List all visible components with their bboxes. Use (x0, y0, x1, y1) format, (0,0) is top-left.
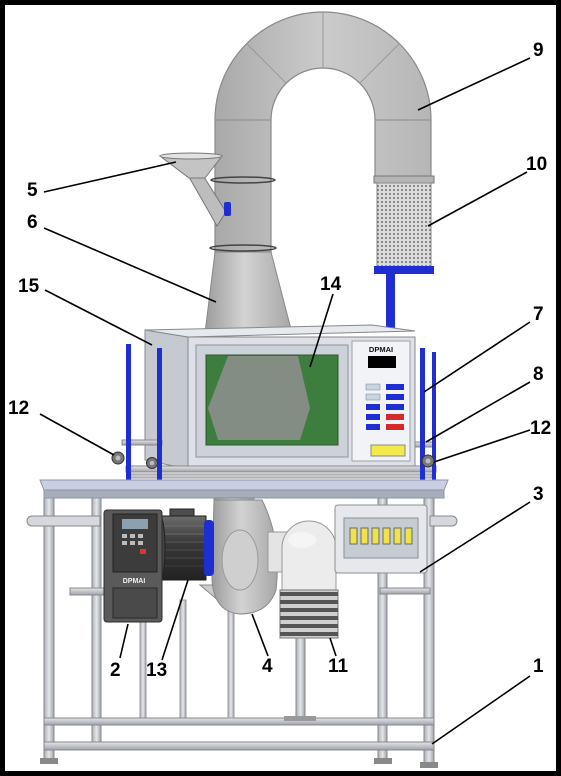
leader-line-8 (425, 381, 531, 443)
elbow-pipe (267, 520, 337, 593)
callout-4: 4 (262, 656, 273, 677)
panel-button (365, 393, 381, 401)
leader-line-2 (119, 623, 129, 659)
callout-15: 15 (18, 276, 40, 297)
callout-9: 9 (533, 40, 544, 61)
hopper-valve-knob (224, 202, 231, 216)
electrical-box (334, 504, 428, 574)
callout-11: 11 (328, 656, 349, 677)
feed-hopper (158, 152, 231, 227)
blue-rod (157, 348, 162, 486)
callout-5: 5 (27, 180, 38, 201)
leader-line-15 (44, 289, 153, 346)
callout-10: 10 (526, 154, 547, 175)
callout-2: 2 (110, 660, 121, 681)
ribbed-collar (279, 589, 339, 639)
callout-8: 8 (533, 364, 544, 385)
leader-line-13 (161, 579, 189, 661)
breaker-switch (349, 527, 358, 545)
blue-rod (420, 348, 425, 482)
start-button (370, 444, 406, 457)
oven-display (368, 356, 396, 368)
inverter: DPMAI (103, 509, 163, 623)
inverter-stop-button (140, 549, 146, 554)
panel-button (386, 404, 404, 410)
panel-button (366, 404, 380, 410)
side-handle (429, 515, 458, 527)
leader-line-5 (43, 161, 177, 193)
leader-line-1 (431, 675, 531, 745)
breaker-switch (382, 527, 391, 545)
panel-button (386, 394, 404, 400)
panel-button (366, 414, 380, 420)
arch-duct (214, 11, 432, 253)
callout-12-right: 12 (530, 418, 551, 439)
leader-line-6 (43, 227, 217, 303)
inverter-display (122, 519, 148, 529)
breaker-switch (371, 527, 380, 545)
table-frame (26, 479, 458, 768)
panel-button (386, 424, 404, 430)
callout-6: 6 (27, 212, 38, 233)
blower (211, 499, 278, 615)
leader-line-4 (251, 613, 269, 657)
inverter-brand-label: DPMAI (123, 578, 146, 585)
blue-rod (126, 344, 131, 482)
blue-rod (432, 352, 436, 480)
support-pole (284, 637, 316, 721)
callout-14: 14 (320, 274, 342, 295)
motor-flange (204, 520, 214, 576)
filter-blue-pipe (386, 274, 395, 332)
breaker-switch (393, 527, 402, 545)
panel-button (366, 424, 380, 430)
side-handle (26, 515, 101, 527)
panel-button (386, 414, 404, 420)
callout-1: 1 (533, 656, 544, 677)
motor (154, 508, 214, 581)
callout-12-left: 12 (8, 398, 29, 419)
adjustment-knobs (111, 451, 435, 469)
microwave-oven: DPMAI (144, 324, 416, 470)
leader-line-10 (427, 171, 528, 227)
callout-labels: 9 10 5 6 15 14 7 8 12 12 3 2 13 4 11 1 (8, 40, 551, 681)
table-top (39, 479, 449, 491)
leader-line-9 (417, 57, 531, 111)
panel-button (365, 383, 381, 391)
flange-ring (209, 244, 277, 252)
control-panel: DPMAI (351, 340, 411, 462)
flange-ring (210, 176, 276, 184)
breaker-switch (404, 527, 413, 545)
callout-7: 7 (533, 304, 544, 325)
callout-3: 3 (533, 484, 544, 505)
mesh-filter (373, 175, 435, 332)
leader-line-12-right (433, 429, 531, 463)
leader-lines (39, 57, 531, 745)
leader-line-11 (329, 637, 337, 657)
leader-line-14 (309, 293, 334, 368)
panel-button (386, 384, 404, 390)
filter-blue-band (374, 266, 434, 274)
blue-rods (126, 344, 436, 486)
leader-line-12-left (39, 413, 115, 456)
inner-cone (208, 356, 310, 440)
oven-brand-label: DPMAI (369, 345, 393, 354)
callout-13: 13 (146, 660, 167, 681)
leader-line-3 (419, 501, 531, 573)
breaker-switch (360, 527, 369, 545)
leader-line-7 (423, 321, 531, 393)
